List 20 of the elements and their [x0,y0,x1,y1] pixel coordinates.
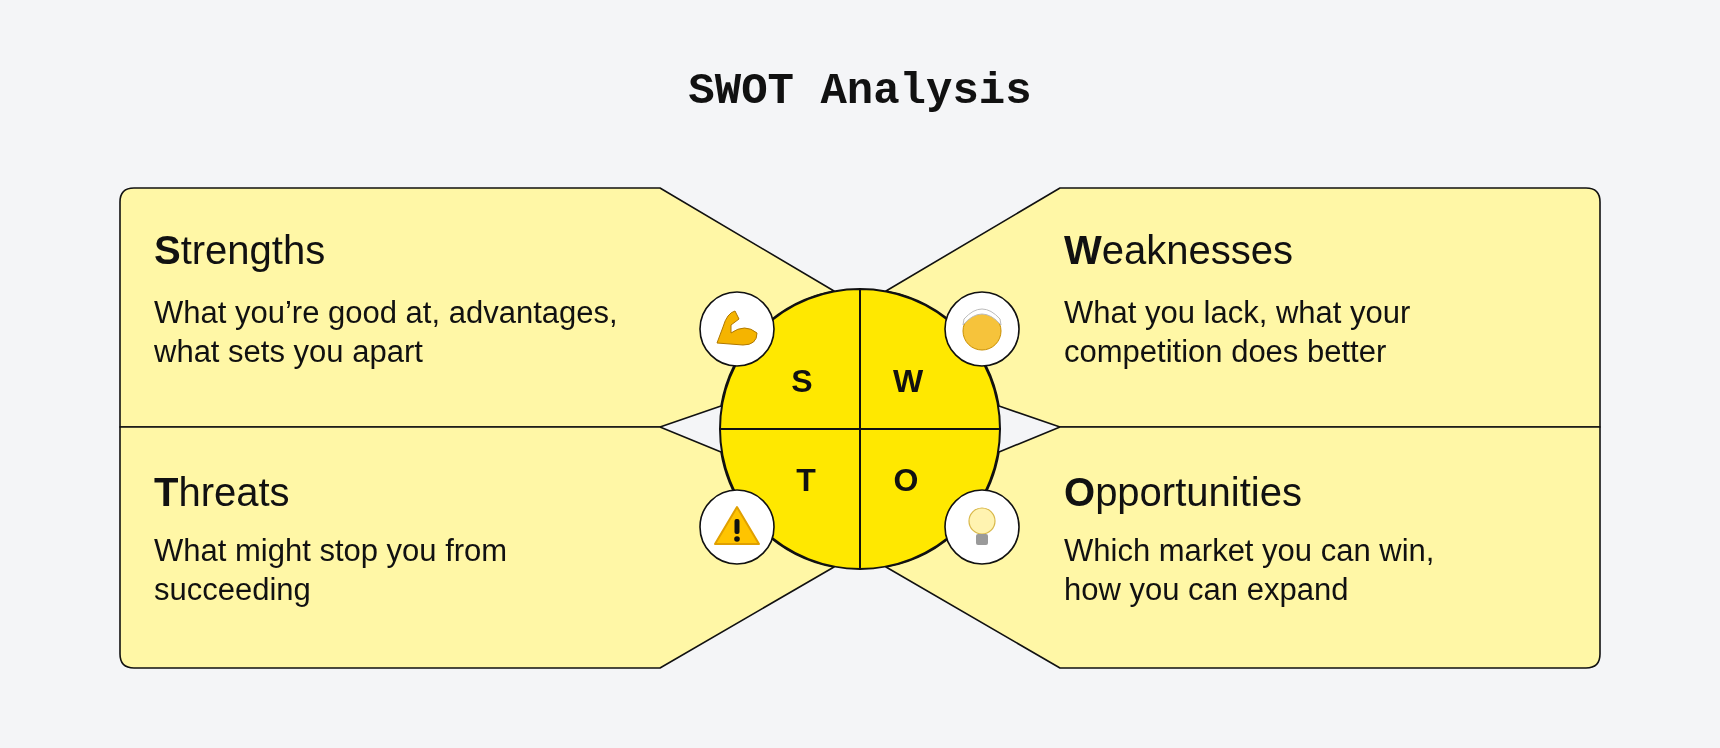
title: SWOT Analysis [687,66,1033,116]
quadrant-panel [120,427,835,668]
panel-description: Which market you can win, how you can expand [1064,532,1436,609]
circle-segment [720,429,860,569]
quadrant-panel [886,427,1600,668]
panel-heading: Threats [154,470,290,515]
panel-description: What you lack, what your competition does better [1064,294,1412,371]
quadrant-letter: T [796,461,816,499]
panel-heading: Weaknesses [1064,228,1293,273]
panel-description: What you’re good at, advantages, what sets you apart [154,294,619,371]
quadrant-letter: W [892,362,924,400]
quadrant-panel [120,188,835,427]
panel-heading: Opportunities [1064,470,1302,515]
panel-description: What might stop you from succeeding [154,532,509,609]
quadrant-panel [886,188,1600,427]
quadrant-letter: S [791,362,813,400]
circle-segment [860,429,1000,569]
circle-segment [860,289,1000,429]
quadrant-letter: O [893,461,919,499]
panel-heading: Strengths [154,228,326,273]
